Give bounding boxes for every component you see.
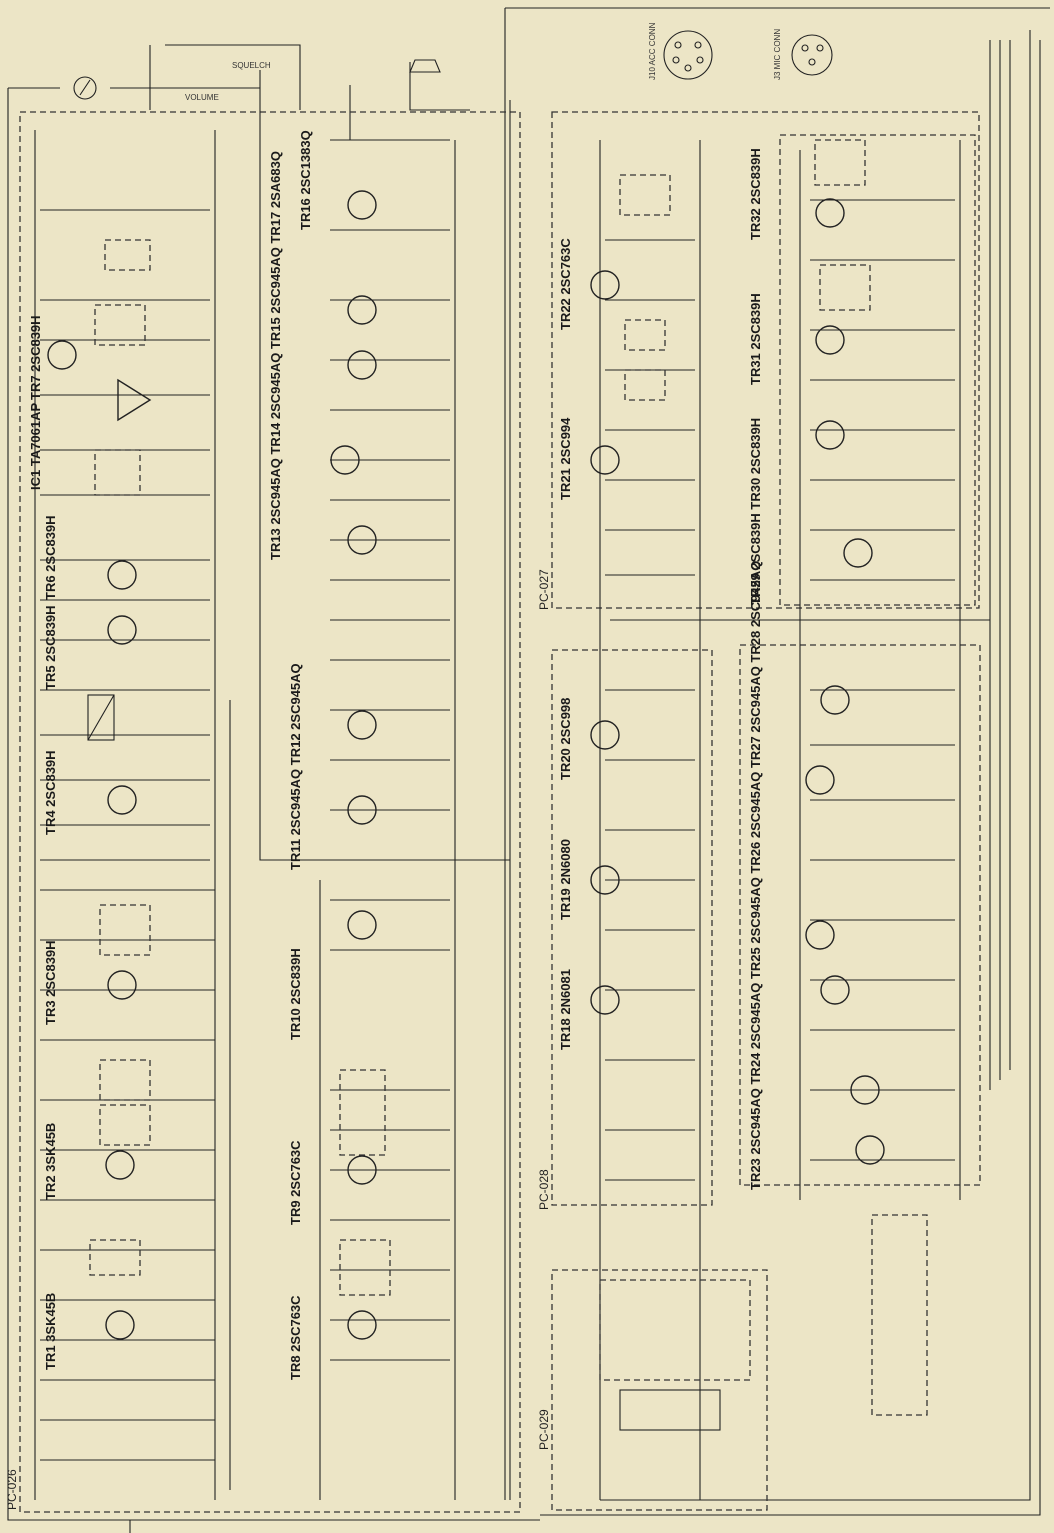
- tr31-label: TR31 2SC839H: [748, 293, 763, 385]
- board-outlines: [19, 111, 981, 1513]
- tr6-label: TR6 2SC839H: [43, 515, 58, 600]
- tr32-label: TR32 2SC839H: [748, 148, 763, 240]
- transistors-left-symbols: [47, 340, 137, 1340]
- tr20-label: TR20 2SC998: [558, 698, 573, 780]
- tr7-label: TR7 2SC839H: [28, 315, 43, 400]
- tr11-12-label: TR11 2SC945AQ TR12 2SC945AQ: [288, 663, 303, 870]
- tr10-label: TR10 2SC839H: [288, 948, 303, 1040]
- acc-connector-symbol: [663, 30, 713, 80]
- tr8-label: TR8 2SC763C: [288, 1295, 303, 1380]
- mic-connector-label: J3 MIC CONN: [773, 29, 782, 80]
- tr2-label: TR2 3SK45B: [43, 1123, 58, 1200]
- left-board-wiring: [40, 209, 215, 1461]
- tr21-label: TR21 2SC994: [558, 417, 573, 500]
- squelch-label: SQUELCH: [232, 61, 271, 70]
- middle-board-wiring: [330, 139, 450, 1361]
- labels-middle: TR13 2SC945AQ TR14 2SC945AQ TR15 2SC945A…: [185, 61, 313, 1380]
- tr18-label: TR18 2N6081: [558, 969, 573, 1050]
- mic-connector-symbol: [791, 34, 833, 76]
- tr23-28-label: TR23 2SC945AQ TR24 2SC945AQ TR25 2SC945A…: [748, 561, 763, 1190]
- volume-label: VOLUME: [185, 93, 219, 102]
- bus-wiring: [34, 100, 990, 1500]
- ic1-label: IC1 TA7061AP: [28, 402, 43, 490]
- tr9-label: TR9 2SC763C: [288, 1140, 303, 1225]
- labels-left: IC1 TA7061AP TR7 2SC839H TR6 2SC839H TR5…: [5, 315, 58, 1510]
- board-pc026-label: PC-026: [5, 1469, 19, 1510]
- right-board-wiring: [805, 139, 955, 1416]
- meter-symbol: [73, 76, 97, 100]
- center-board-wiring: [590, 174, 751, 1431]
- speaker-symbol: [409, 59, 441, 73]
- board-pc028-label: PC-028: [537, 1169, 551, 1210]
- tr29-30-label: TR29 2SC839H TR30 2SC839H: [748, 418, 763, 605]
- labels-right: TR32 2SC839H TR31 2SC839H TR29 2SC839H T…: [748, 148, 763, 1190]
- outer-wiring: [7, 7, 1050, 1533]
- tr3-label: TR3 2SC839H: [43, 940, 58, 1025]
- board-pc029-label: PC-029: [537, 1409, 551, 1450]
- coil-blocks-left: [89, 239, 151, 1276]
- tr16-label: TR16 2SC1383Q: [298, 130, 313, 230]
- tr4-label: TR4 2SC839H: [43, 750, 58, 835]
- tr13-17-label: TR13 2SC945AQ TR14 2SC945AQ TR15 2SC945A…: [268, 151, 283, 560]
- acc-connector-label: J10 ACC CONN: [648, 22, 657, 80]
- tr1-label: TR1 3SK45B: [43, 1293, 58, 1370]
- tr22-label: TR22 2SC763C: [558, 238, 573, 330]
- labels-center: TR22 2SC763C TR21 2SC994 TR20 2SC998 TR1…: [537, 22, 782, 1450]
- board-pc027-label: PC-027: [537, 569, 551, 610]
- ic1-amplifier-symbol: [117, 378, 152, 422]
- tr5-label: TR5 2SC839H: [43, 605, 58, 690]
- tr19-label: TR19 2N6080: [558, 839, 573, 920]
